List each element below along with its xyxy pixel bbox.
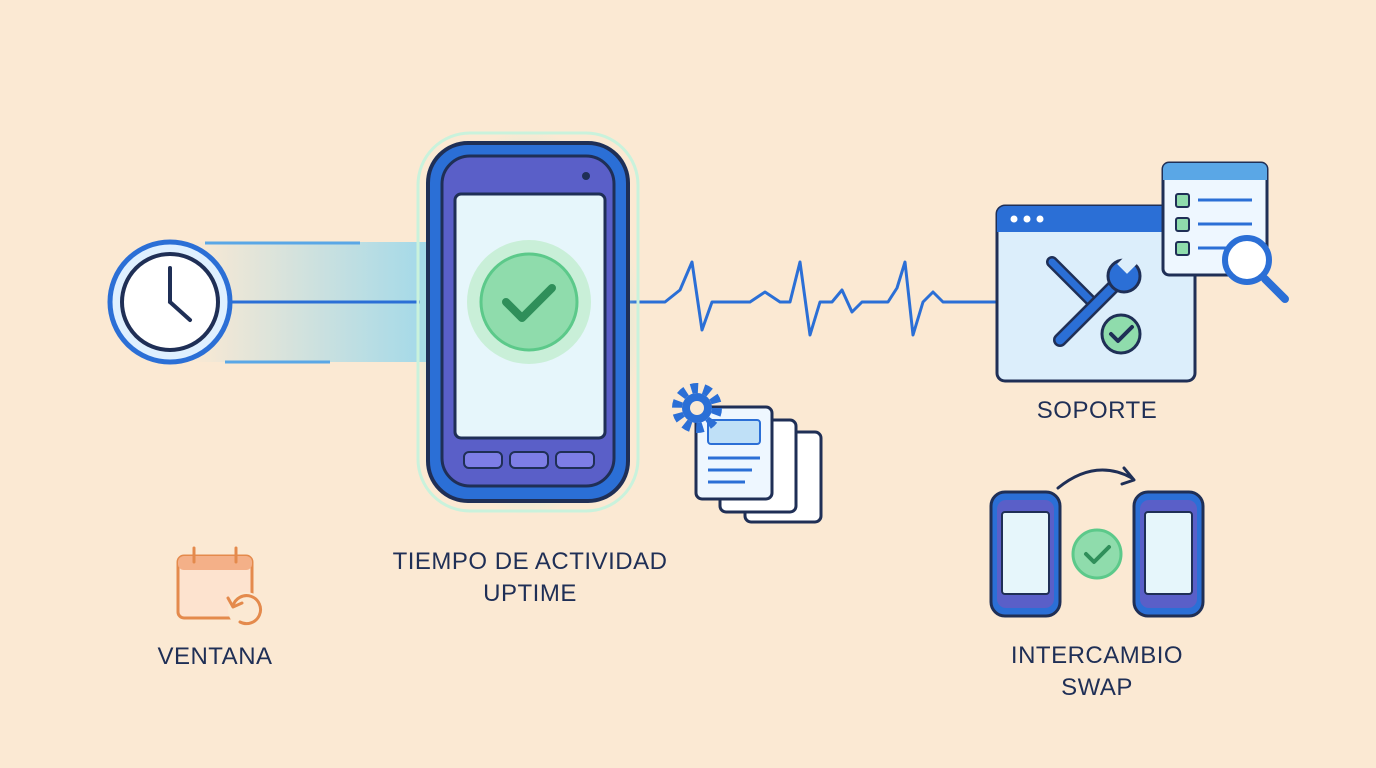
uptime-label: TIEMPO DE ACTIVIDAD UPTIME <box>380 546 680 610</box>
check-icon <box>467 240 591 364</box>
wrench-screwdriver-icon <box>1046 254 1142 347</box>
clock-icon <box>107 239 233 365</box>
gear-icon <box>672 383 722 433</box>
uptime-label-line2: UPTIME <box>483 580 577 607</box>
window-label: VENTANA <box>157 643 273 670</box>
support-window-icon <box>995 204 1197 383</box>
calendar-refresh-icon <box>176 546 264 628</box>
swap-label: INTERCAMBIO SWAP <box>992 640 1202 704</box>
heartbeat-line <box>583 260 997 337</box>
magnifier-icon <box>1222 235 1289 303</box>
documents-icon <box>694 405 823 524</box>
uptime-label-line1: TIEMPO DE ACTIVIDAD <box>392 548 668 575</box>
arrow-icon <box>1056 466 1136 490</box>
support-check-icon <box>1100 313 1142 355</box>
swap-phones-icon <box>989 490 1205 618</box>
swap-label-line2: SWAP <box>1061 674 1133 701</box>
swap-label-line1: INTERCAMBIO <box>1010 642 1184 669</box>
support-label: SOPORTE <box>1036 397 1158 424</box>
